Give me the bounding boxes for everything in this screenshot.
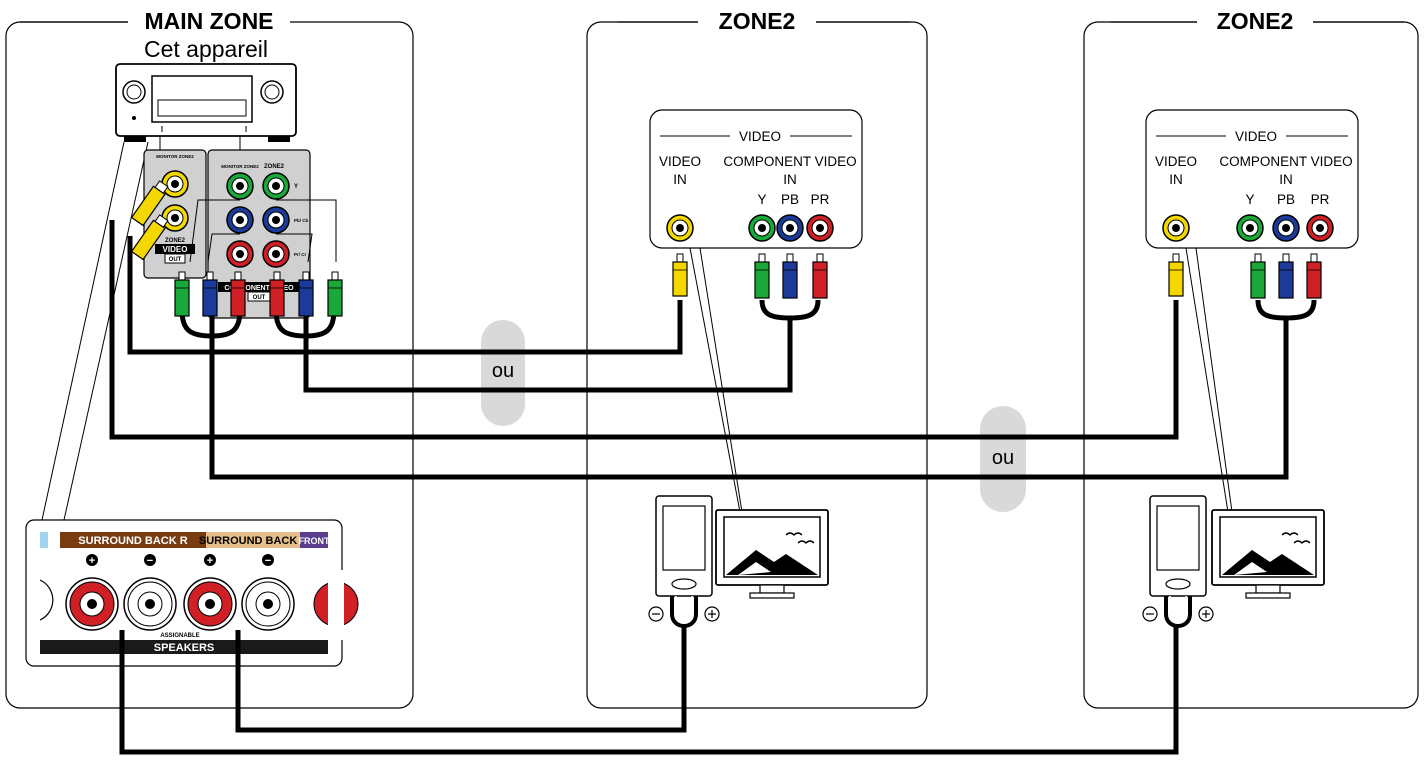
or-label-1: ou xyxy=(492,360,514,382)
plus-sign-2: + xyxy=(207,555,213,567)
zone2-b-video-in-label: VIDEO xyxy=(1155,154,1197,169)
zone2-label-right: ZONE2 xyxy=(264,164,285,170)
zone2-b-speaker-terminal xyxy=(1142,596,1214,628)
or-bubble-1: ou xyxy=(479,320,527,426)
yellow-plug-angled-2 xyxy=(130,214,169,261)
or-bubble-2: ou xyxy=(978,406,1028,512)
pr-label: Pr/ Cr xyxy=(294,252,307,257)
video-out-jack-2 xyxy=(161,204,189,232)
receiver-front xyxy=(115,63,297,142)
zone2-b-video-in-jack xyxy=(1162,214,1190,242)
component-y-jack-2 xyxy=(262,172,290,200)
plus-sign-1: + xyxy=(89,555,95,567)
surround-back-r-label: SURROUND BACK R xyxy=(78,535,187,547)
zone2-a-input-panel: VIDEO VIDEO IN COMPONENT VIDEO IN Y PB P… xyxy=(649,109,863,249)
video-cables xyxy=(109,220,1317,480)
zone2-a-pr-jack xyxy=(806,214,834,242)
component-y-jack-1 xyxy=(226,172,254,200)
video-label: VIDEO xyxy=(163,245,188,254)
speakers-label: SPEAKERS xyxy=(154,642,215,654)
front-label: FRONT xyxy=(299,536,330,546)
zone2-a-pb-jack xyxy=(776,214,804,242)
zone2-b-video-in-label-2: IN xyxy=(1169,172,1183,187)
component-pr-jack-1 xyxy=(226,240,254,268)
surround-back-l-label: SURROUND BACK L xyxy=(199,535,307,547)
jack-guide-lines xyxy=(189,199,337,263)
zone2-b-component-in-label: IN xyxy=(1279,172,1293,187)
video-out-label: OUT xyxy=(169,257,182,263)
pb-label: Pb/ Cb xyxy=(294,218,309,223)
zone2-a-video-in-jack xyxy=(666,214,694,242)
component-pr-jack-2 xyxy=(262,240,290,268)
zone2-b-pb-label: PB xyxy=(1277,192,1295,207)
speaker-post-sbl-plus xyxy=(183,577,237,631)
zone2-b-zoom-line-1 xyxy=(1185,247,1229,513)
zone2-a-zoom-line-1 xyxy=(689,247,741,513)
yellow-plug-angled-1 xyxy=(130,180,169,227)
zone2-b-speaker-icon xyxy=(1149,495,1207,597)
component-pb-jack-2 xyxy=(262,206,290,234)
zone2-video-label: ZONE2 xyxy=(165,238,186,244)
component-video-label: COMPONENT VIDEO xyxy=(224,285,294,292)
zone2-title-b: ZONE2 xyxy=(1217,8,1294,34)
zone2-a-pr-label: PR xyxy=(811,192,830,207)
zone2-a-speaker-icon xyxy=(655,495,713,597)
zone2-a-video-in-label: VIDEO xyxy=(659,154,701,169)
zone2-b-pr-jack xyxy=(1306,214,1334,242)
or-label-2: ou xyxy=(992,447,1014,469)
y-label: Y xyxy=(294,184,298,190)
minus-sign-1: − xyxy=(147,555,153,567)
zone2-a-zoom-line-2 xyxy=(699,247,743,513)
monitor-zone2-label-left: MONITOR ZONE2 xyxy=(156,154,194,159)
zone2-a-tv-icon xyxy=(715,509,829,599)
speaker-post-sbr-minus xyxy=(123,577,177,631)
zone2-a-pb-label: PB xyxy=(781,192,799,207)
device-label: Cet appareil xyxy=(144,36,268,62)
zoom-line-right xyxy=(63,141,149,521)
main-zone-title: MAIN ZONE xyxy=(144,8,273,34)
receiver-video-panel: MONITOR ZONE2 MONITOR ZONE2 ZONE2 ZONE2 … xyxy=(143,136,311,319)
zone2-a-speaker-terminal xyxy=(648,596,720,628)
zone2-b-component-label: COMPONENT VIDEO xyxy=(1219,154,1352,169)
minus-sign-2: − xyxy=(265,555,271,567)
zone2-a-component-label: COMPONENT VIDEO xyxy=(723,154,856,169)
zone2-b-pr-label: PR xyxy=(1311,192,1330,207)
zoom-line-left xyxy=(41,141,125,521)
component-out-label: OUT xyxy=(253,295,266,301)
zone2-b-input-panel: VIDEO VIDEO IN COMPONENT VIDEO IN Y PB P… xyxy=(1145,109,1359,249)
speaker-post-sbl-minus xyxy=(241,577,295,631)
zone2-b-zoom-line-2 xyxy=(1195,247,1233,513)
zone2-a-y-jack xyxy=(748,214,776,242)
monitor-zone2-label-right: MONITOR ZONE2 xyxy=(221,164,259,169)
zone2-title-a: ZONE2 xyxy=(719,8,796,34)
video-out-jack-1 xyxy=(161,170,189,198)
speaker-cables xyxy=(119,626,1179,755)
zone2-b-tv-icon xyxy=(1211,509,1325,599)
zone2-b-y-label: Y xyxy=(1245,192,1254,207)
zone2-b-pb-jack xyxy=(1272,214,1300,242)
speaker-post-sbr-plus xyxy=(65,577,119,631)
zone2-a-video-header: VIDEO xyxy=(739,129,781,144)
zone2-b-video-header: VIDEO xyxy=(1235,129,1277,144)
zone2-a-component-in-label: IN xyxy=(783,172,797,187)
assignable-label: ASSIGNABLE xyxy=(160,633,199,639)
zone2-b-y-jack xyxy=(1236,214,1264,242)
zone2-a-video-in-label-2: IN xyxy=(673,172,687,187)
speaker-panel: SURROUND BACK R SURROUND BACK L FRONT + … xyxy=(25,519,359,667)
zone2-a-y-label: Y xyxy=(757,192,766,207)
component-pb-jack-1 xyxy=(226,206,254,234)
